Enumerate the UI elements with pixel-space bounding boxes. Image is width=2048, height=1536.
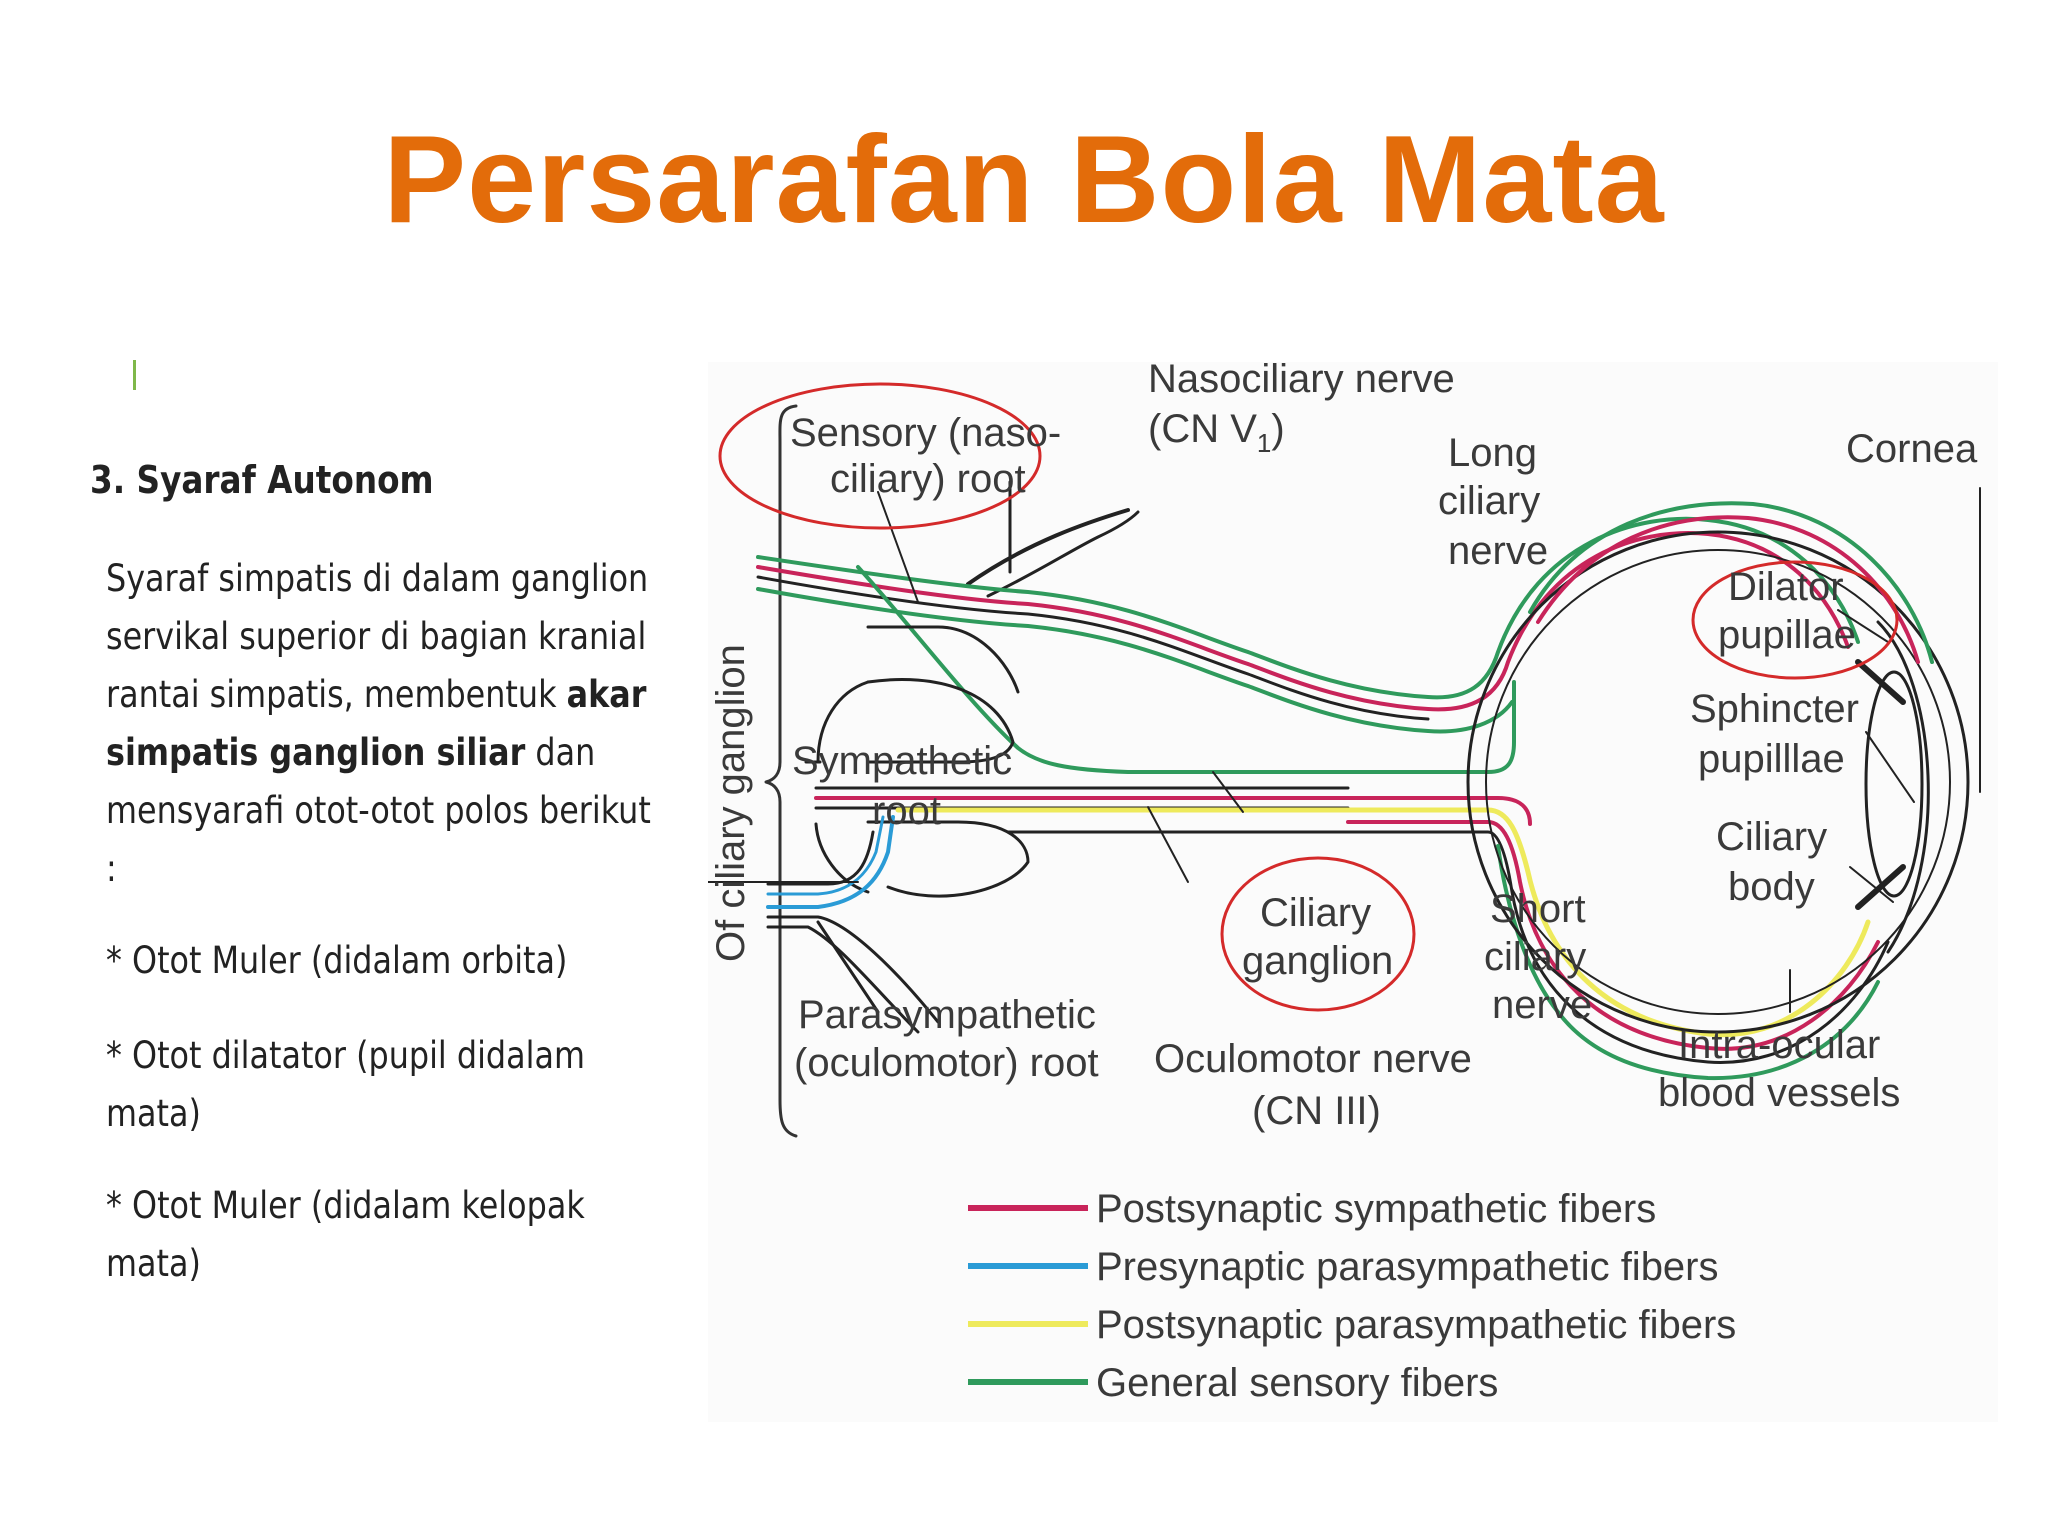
- sympathetic-root-red: [814, 796, 1532, 826]
- eyeball-outline: [1466, 530, 1970, 1034]
- short-ciliary-red: [1346, 820, 1880, 1051]
- ganglion-lower: [866, 820, 1030, 898]
- eyeball-inner: [1485, 549, 1951, 1015]
- bullet-item: * Otot Muler (didalam orbita): [106, 939, 568, 982]
- ciliary-body-label-1: Ciliary: [1716, 815, 1827, 859]
- sympathetic-root-label-1: Sympathetic: [792, 739, 1012, 783]
- ganglion-body: [866, 678, 1015, 764]
- iris-bottom: [1855, 864, 1906, 910]
- bullet-item: * Otot Muler (didalam kelopak mata): [106, 1184, 585, 1285]
- ganglion-outline-left: [816, 680, 870, 764]
- oculomotor-line-1: [766, 915, 940, 1024]
- long-ciliary-label-3: nerve: [1448, 529, 1548, 573]
- long-ciliary-red: [756, 531, 1850, 712]
- nasociliary-nerve-line: [966, 508, 1130, 586]
- short-ciliary-label-3: nerve: [1492, 983, 1592, 1027]
- sphincter-label-2: pupilllae: [1698, 737, 1845, 781]
- legend: Postsynaptic sympathetic fibers Presynap…: [968, 1187, 1736, 1405]
- sphincter-label-1: Sphincter: [1690, 687, 1859, 731]
- lens-shape: [1864, 670, 1924, 898]
- slide-title: Persarafan Bola Mata: [383, 111, 1665, 249]
- dilator-label-1: Dilator: [1728, 565, 1844, 609]
- oculomotor-line-2: [766, 925, 920, 1034]
- sphincter-pointer: [1865, 731, 1915, 803]
- long-ciliary-label-1: Long: [1448, 431, 1537, 475]
- ciliary-body-pointer: [1849, 866, 1894, 903]
- long-ciliary-green: [756, 516, 1860, 700]
- section-heading: 3. Syaraf Autonom: [90, 458, 434, 502]
- sensory-root-label-2: ciliary) root: [830, 457, 1026, 501]
- short-ciliary-dark: [1006, 830, 1890, 1064]
- short-ciliary-label-1: Short: [1490, 887, 1586, 931]
- eye-green-ring: [1528, 501, 1934, 664]
- ciliary-ganglion-highlight: [1220, 856, 1416, 1012]
- legend-label: Presynaptic parasympathetic fibers: [1096, 1245, 1719, 1289]
- parasympathetic-blue: [766, 815, 895, 909]
- legend-label: Postsynaptic parasympathetic fibers: [1096, 1303, 1736, 1347]
- ciliary-ganglion-label-1: Ciliary: [1260, 891, 1371, 935]
- long-ciliary-label-2: ciliary: [1438, 479, 1540, 523]
- ciliary-ganglion-label-2: ganglion: [1242, 939, 1393, 983]
- ganglion-bracket: [764, 404, 798, 1138]
- legend-label: General sensory fibers: [1096, 1361, 1498, 1405]
- paragraph-text-1: Syaraf simpatis di dalam ganglion servik…: [106, 557, 649, 716]
- short-ciliary-yellow: [895, 807, 1871, 1038]
- decorative-mark: [133, 360, 136, 390]
- ganglion-outline-left-2: [814, 822, 870, 894]
- sensory-pointer: [877, 491, 919, 603]
- nasociliary-nerve-line-2: [986, 510, 1140, 598]
- short-ciliary-label-2: ciliary: [1484, 935, 1586, 979]
- dilator-pointer: [1837, 609, 1889, 643]
- bullet-item: * Otot dilatator (pupil didalam mata): [106, 1034, 585, 1135]
- parasympathetic-dark: [766, 830, 875, 886]
- ciliary-body-label-2: body: [1728, 865, 1815, 909]
- parasympathetic-label-2: (oculomotor) root: [794, 1041, 1099, 1085]
- oculomotor-label-1: Oculomotor nerve: [1154, 1037, 1472, 1081]
- vertical-ganglion-label: Of ciliary ganglion: [709, 644, 753, 962]
- long-ciliary-dark: [756, 575, 1430, 721]
- dilator-highlight: [1691, 560, 1899, 680]
- nasociliary-close: ): [1271, 407, 1284, 451]
- sensory-root-green: [856, 565, 1516, 774]
- oculomotor-label-2: (CN III): [1252, 1089, 1381, 1133]
- sympathetic-root-label-2: root: [872, 789, 941, 833]
- paragraph-bold-text: akar simpatis ganglion siliar: [106, 673, 647, 774]
- nerve-diagram-svg: Sensory (naso- ciliary) root Nasociliary…: [699, 357, 1981, 1405]
- sensory-root-dark: [866, 625, 1020, 694]
- long-ciliary-green-2: [756, 587, 1514, 734]
- nasociliary-subscript: 1: [1257, 428, 1271, 458]
- intraocular-label-1: Intra-ocular: [1678, 1023, 1880, 1067]
- paragraph-text-2: dan mensyarafi otot-otot polos berikut :: [106, 731, 651, 890]
- ciliary-ganglion-pointer: [1212, 771, 1244, 813]
- cornea-curve: [1876, 620, 1930, 954]
- sensory-root-label-1: Sensory (naso-: [790, 411, 1061, 455]
- parasympathetic-label-1: Parasympathetic: [798, 993, 1096, 1037]
- short-ciliary-green: [1496, 844, 1880, 1081]
- intraocular-label-2: blood vessels: [1658, 1071, 1900, 1115]
- description-paragraph: Syaraf simpatis di dalam ganglion servik…: [106, 550, 656, 898]
- eye-red-ring: [1536, 515, 1920, 664]
- oculomotor-line-3: [816, 920, 880, 1014]
- sensory-root-highlight: [718, 382, 1042, 530]
- iris-top: [1855, 659, 1906, 705]
- dilator-label-2: pupillae: [1718, 613, 1856, 657]
- nasociliary-label-2a: (CN V: [1148, 407, 1257, 451]
- legend-label: Postsynaptic sympathetic fibers: [1096, 1187, 1656, 1231]
- short-ciliary-pointer: [1147, 806, 1189, 883]
- nerve-diagram: Sensory (naso- ciliary) root Nasociliary…: [699, 357, 1998, 1422]
- nasociliary-label-1: Nasociliary nerve: [1148, 362, 1455, 401]
- cornea-label: Cornea: [1846, 427, 1978, 471]
- nasociliary-label-2: (CN V1): [1148, 407, 1285, 458]
